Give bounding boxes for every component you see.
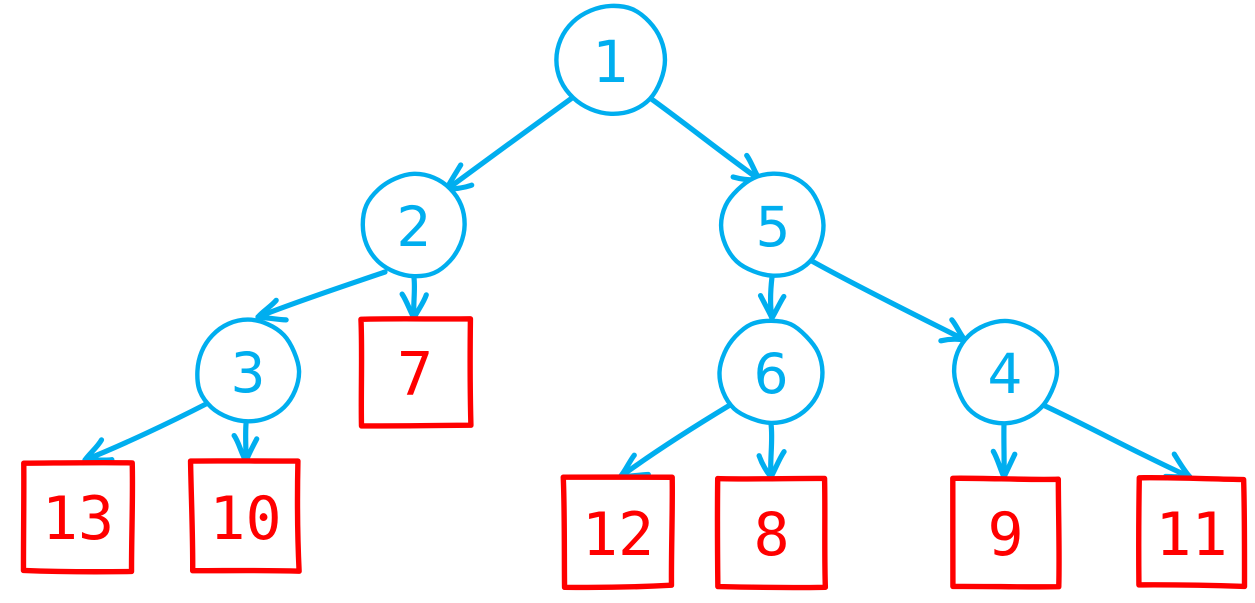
node-label: 2 <box>397 195 432 259</box>
edge-line <box>617 402 733 480</box>
tree-edge <box>82 401 209 463</box>
tree-edge <box>231 421 260 464</box>
edge-line <box>255 269 388 320</box>
node-fill <box>557 6 665 114</box>
leaf-label: 12 <box>582 500 654 570</box>
leaf-rect-outline <box>1136 475 1248 590</box>
node-circle-outline <box>360 171 467 279</box>
leaf-node-11[interactable]: 11 <box>1136 475 1248 590</box>
leaf-rect-outline <box>20 459 136 575</box>
leaf-node-7[interactable]: 7 <box>358 316 474 429</box>
edge-line <box>807 257 968 343</box>
leaf-fill <box>564 478 672 586</box>
leaf-node-10[interactable]: 10 <box>187 458 302 574</box>
tree-edge <box>647 95 763 183</box>
leaf-label: 8 <box>753 500 789 570</box>
node-circle-outline <box>951 318 1060 426</box>
leaf-fill <box>360 318 470 425</box>
tree-node-2[interactable]: 2 <box>360 171 467 279</box>
tree-edge <box>617 402 733 480</box>
leaf-rect-outline <box>950 475 1062 590</box>
tree-edge <box>807 257 968 344</box>
leaf-label: 9 <box>987 500 1023 570</box>
node-circle-outline <box>717 318 825 426</box>
node-label: 1 <box>593 28 630 96</box>
edge-line <box>82 401 209 463</box>
node-fill <box>954 321 1056 423</box>
leaf-fill <box>718 478 825 586</box>
tree-edge <box>756 421 787 480</box>
leaf-rect-outline <box>560 474 676 591</box>
leaf-fill <box>1138 478 1245 586</box>
tree-edge <box>399 275 429 321</box>
leaf-label: 13 <box>42 484 114 554</box>
leaf-label: 11 <box>1155 500 1227 570</box>
edge-line <box>1040 402 1193 480</box>
leaf-label: 7 <box>397 340 433 410</box>
tree-edge <box>1040 402 1193 480</box>
edge-line <box>443 95 575 193</box>
leaf-label: 10 <box>209 484 281 554</box>
leaf-fill <box>952 478 1059 586</box>
leaf-rect-outline <box>187 458 302 574</box>
node-label: 3 <box>231 341 266 405</box>
leaf-nodes-layer: 7 13 10 12 8 9 11 <box>20 316 1248 591</box>
edge-arrowhead-icon <box>756 449 787 480</box>
node-fill <box>722 174 824 276</box>
node-circle-outline <box>718 171 826 278</box>
leaf-node-12[interactable]: 12 <box>560 474 676 591</box>
tree-edge <box>990 421 1018 480</box>
node-label: 5 <box>756 195 791 259</box>
tree-node-5[interactable]: 5 <box>718 171 826 278</box>
node-fill <box>720 321 822 423</box>
edge-line <box>647 95 763 183</box>
leaf-rect-outline <box>714 475 829 591</box>
edge-arrowhead-icon <box>255 297 289 323</box>
tree-node-6[interactable]: 6 <box>717 318 825 426</box>
tree-edge <box>443 95 575 193</box>
node-fill <box>197 320 299 422</box>
leaf-rect-outline <box>358 316 474 429</box>
tree-edge <box>757 274 787 321</box>
node-circle-outline <box>195 317 302 424</box>
leaf-fill <box>24 462 132 570</box>
leaf-node-13[interactable]: 13 <box>20 459 136 575</box>
leaf-fill <box>192 462 299 570</box>
edge-arrowhead-icon <box>990 448 1018 480</box>
leaf-node-8[interactable]: 8 <box>714 475 829 591</box>
edge-arrowhead-icon <box>757 293 787 321</box>
tree-node-3[interactable]: 3 <box>195 317 302 424</box>
node-circle-outline <box>554 3 668 117</box>
leaf-node-9[interactable]: 9 <box>950 475 1062 590</box>
node-label: 4 <box>988 342 1023 406</box>
node-fill <box>363 174 465 276</box>
tree-edge <box>255 269 388 323</box>
node-label: 6 <box>754 342 789 406</box>
tree-node-4[interactable]: 4 <box>951 318 1060 426</box>
edge-line <box>768 421 775 480</box>
internal-nodes-layer: 1 2 5 3 6 4 <box>195 3 1060 426</box>
tree-node-1[interactable]: 1 <box>554 3 668 117</box>
